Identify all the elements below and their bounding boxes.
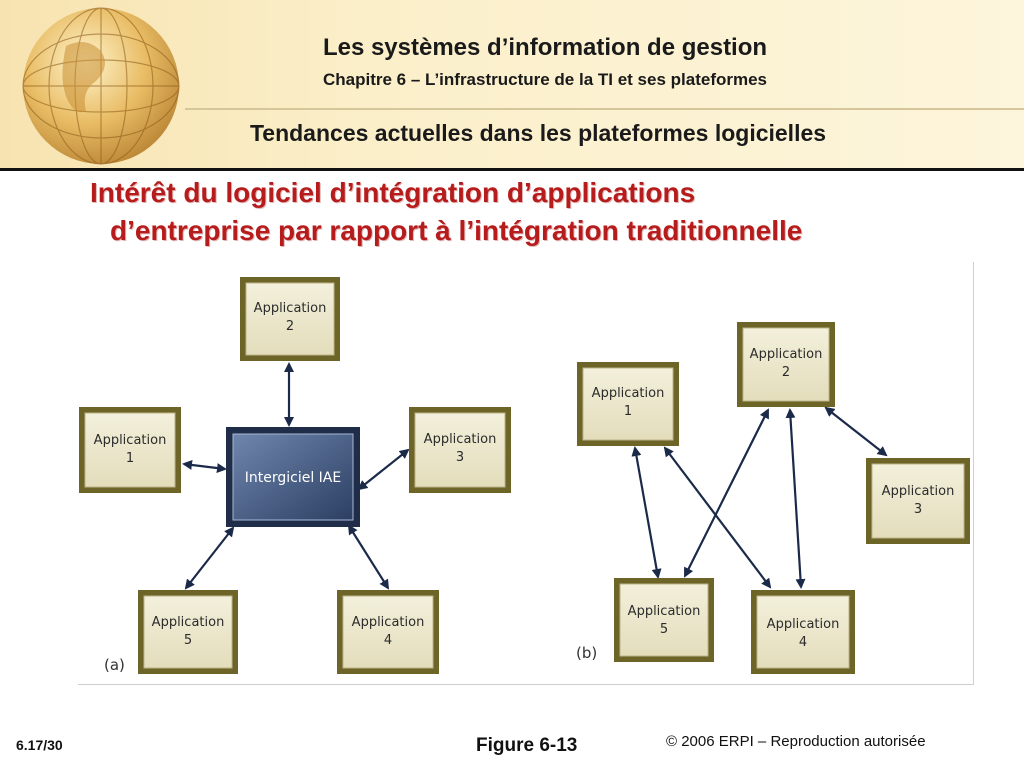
app-box-b-1-label: Application [592, 386, 665, 401]
slide-title-line1: Intérêt du logiciel d’intégration d’appl… [90, 177, 696, 208]
course-title: Les systèmes d’information de gestion [322, 34, 768, 61]
app-box-a-4-label: Application [352, 615, 425, 630]
integration-diagram: Intergiciel IAE Application 2 Applicatio… [79, 277, 970, 674]
app-box-a-4: Application 4 [337, 590, 439, 674]
header-rule [0, 168, 1024, 171]
app-box-b-2: Application 2 [737, 322, 835, 407]
app-box-a-5-number: 5 [184, 633, 192, 648]
app-box-a-1-number: 1 [126, 451, 134, 466]
copyright-notice: © 2006 ERPI – Reproduction autorisée [666, 733, 926, 750]
app-box-b-1-number: 1 [624, 404, 632, 419]
arrow-b-app1-app5 [631, 446, 662, 579]
slide-header: Les systèmes d’information de gestion Ch… [0, 0, 1024, 170]
app-box-a-2-label: Application [254, 301, 327, 316]
arrow-a-hub-app4 [347, 524, 390, 590]
middleware-hub: Intergiciel IAE [226, 427, 360, 527]
app-box-a-1-label: Application [94, 433, 167, 448]
app-box-a-2-number: 2 [286, 319, 294, 334]
app-box-a-3-number: 3 [456, 450, 464, 465]
app-box-a-2: Application 2 [240, 277, 340, 361]
app-box-b-5-label: Application [628, 604, 701, 619]
app-box-a-3-label: Application [424, 432, 497, 447]
arrow-b-app2-app4 [785, 408, 806, 589]
section-title: Tendances actuelles dans les plateformes… [249, 120, 827, 146]
arrow-b-app2-app3 [824, 406, 888, 457]
header-divider [185, 108, 1024, 110]
middleware-hub-label: Intergiciel IAE [245, 470, 341, 486]
integration-figure: Intergiciel IAE Application 2 Applicatio… [78, 262, 974, 685]
chapter-title: Chapitre 6 – L’infrastructure de la TI e… [322, 70, 768, 89]
app-box-b-4-label: Application [767, 617, 840, 632]
panel-b-label: (b) [576, 644, 597, 662]
app-box-a-1: Application 1 [79, 407, 181, 493]
page-number: 6.17/30 [16, 737, 63, 753]
arrow-a-hub-app3 [357, 448, 410, 491]
app-box-b-5-number: 5 [660, 622, 668, 637]
slide-title: Intérêt du logiciel d’intégration d’appl… [90, 174, 950, 250]
app-box-a-5: Application 5 [138, 590, 238, 674]
app-box-b-3-label: Application [882, 484, 955, 499]
app-box-a-4-number: 4 [384, 633, 392, 648]
app-box-b-3-number: 3 [914, 502, 922, 517]
globe-icon [22, 7, 180, 165]
app-box-b-3: Application 3 [866, 458, 970, 544]
app-box-b-1: Application 1 [577, 362, 679, 446]
panel-a-label: (a) [104, 656, 125, 674]
arrow-a-hub-app1 [182, 460, 227, 473]
figure-caption: Figure 6-13 [476, 735, 578, 756]
app-box-b-2-label: Application [750, 347, 823, 362]
arrow-b-app1-app4 [663, 446, 772, 589]
app-box-a-3: Application 3 [409, 407, 511, 493]
app-box-b-5: Application 5 [614, 578, 714, 662]
app-box-a-5-label: Application [152, 615, 225, 630]
slide-title-line2: d’entreprise par rapport à l’intégration… [110, 215, 803, 246]
app-box-b-2-number: 2 [782, 365, 790, 380]
app-box-b-4: Application 4 [751, 590, 855, 674]
arrow-a-hub-app5 [184, 526, 235, 590]
app-box-b-4-number: 4 [799, 635, 807, 650]
arrow-b-app2-app5 [684, 408, 769, 578]
